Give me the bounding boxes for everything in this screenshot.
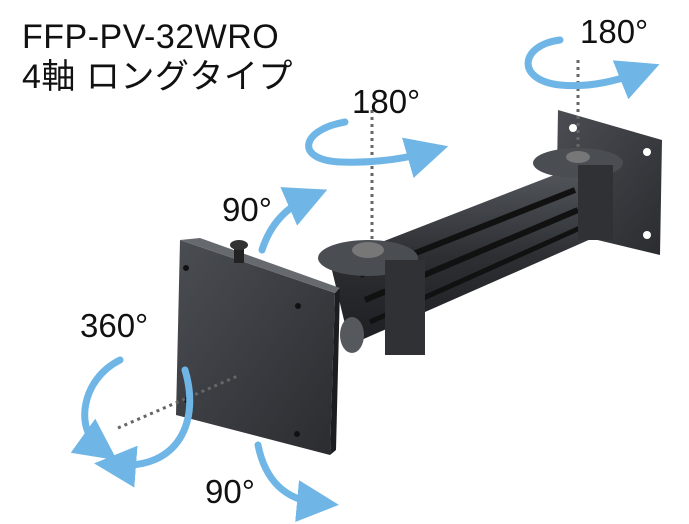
swivel-arrow-lower (94, 366, 194, 488)
rotate-arrow-upper-middle (305, 118, 449, 178)
model-number: FFP-PV-32WRO (22, 18, 280, 56)
monitor-plate (176, 238, 340, 455)
label-360-swivel: 360° (80, 307, 149, 344)
tilt-arrow-up (258, 187, 328, 254)
label-180-upper-middle: 180° (352, 83, 421, 120)
rotation-arrows (70, 36, 660, 523)
swivel-arrow (70, 356, 124, 461)
rotate-arrow-top-right (524, 36, 660, 100)
arm-body (318, 148, 623, 355)
label-90-tilt-up: 90° (222, 191, 272, 228)
product-subtitle: 4軸 ロングタイプ (22, 58, 293, 96)
label-90-tilt-down: 90° (205, 473, 255, 510)
label-180-top-right: 180° (580, 13, 649, 50)
tilt-arrow-down (254, 441, 339, 523)
rotation-axes (117, 60, 580, 430)
